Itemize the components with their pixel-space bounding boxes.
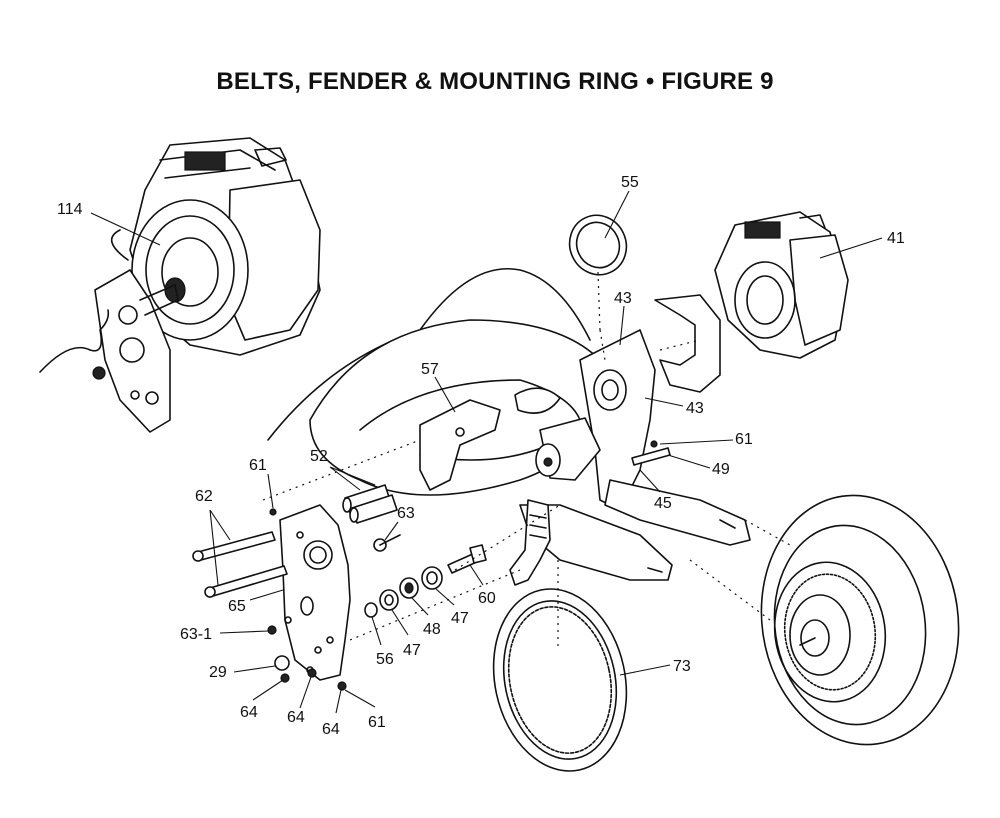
alignment-lines (262, 271, 791, 650)
figure-title: BELTS, FENDER & MOUNTING RING • FIGURE 9 (216, 68, 774, 95)
callout-64-b: 64 (287, 709, 305, 726)
ring-55 (568, 214, 628, 276)
callout-55: 55 (621, 174, 639, 191)
callout-63-1: 63-1 (180, 626, 212, 643)
callout-45: 45 (654, 495, 672, 512)
leader-lines (90, 190, 883, 714)
bracket-57 (419, 399, 501, 491)
bearing-ring (654, 294, 721, 393)
bolt-60 (447, 544, 487, 574)
callout-65: 65 (228, 598, 246, 615)
callout-61-bottom: 61 (368, 714, 386, 731)
ring-gear-73 (492, 588, 628, 772)
callout-114: 114 (57, 201, 83, 218)
callout-labels: 114 55 41 43 43 57 61 52 62 63 65 63-1 2… (57, 174, 905, 738)
callout-64-c: 64 (322, 721, 340, 738)
callout-62: 62 (195, 488, 213, 505)
callout-47-b: 47 (451, 610, 469, 627)
callout-52: 52 (310, 448, 328, 465)
callout-64-a: 64 (240, 704, 258, 721)
bolt-63 (373, 534, 401, 552)
callout-29: 29 (209, 664, 227, 681)
callout-57: 57 (421, 361, 439, 378)
callout-43-top: 43 (614, 290, 632, 307)
callout-60: 60 (478, 590, 496, 607)
callout-49: 49 (712, 461, 730, 478)
engine-right (714, 211, 849, 359)
wheel (760, 494, 960, 746)
callout-56: 56 (376, 651, 394, 668)
callout-47-a: 47 (403, 642, 421, 659)
nuts-small (267, 440, 671, 691)
callout-61-top: 61 (249, 457, 267, 474)
callout-61-right: 61 (735, 431, 753, 448)
washers-bearings (364, 566, 443, 618)
spring-bracket (509, 499, 551, 586)
spacers-52 (342, 484, 398, 524)
left-mount-plate (39, 269, 179, 433)
axle-pins-62 (192, 531, 288, 598)
callout-73: 73 (673, 658, 691, 675)
callout-41: 41 (887, 230, 905, 247)
left-hub-plate-65 (279, 504, 351, 681)
callout-43-mid: 43 (686, 400, 704, 417)
callout-63: 63 (397, 505, 415, 522)
fork-arm-right (604, 479, 751, 546)
callout-48: 48 (423, 621, 441, 638)
